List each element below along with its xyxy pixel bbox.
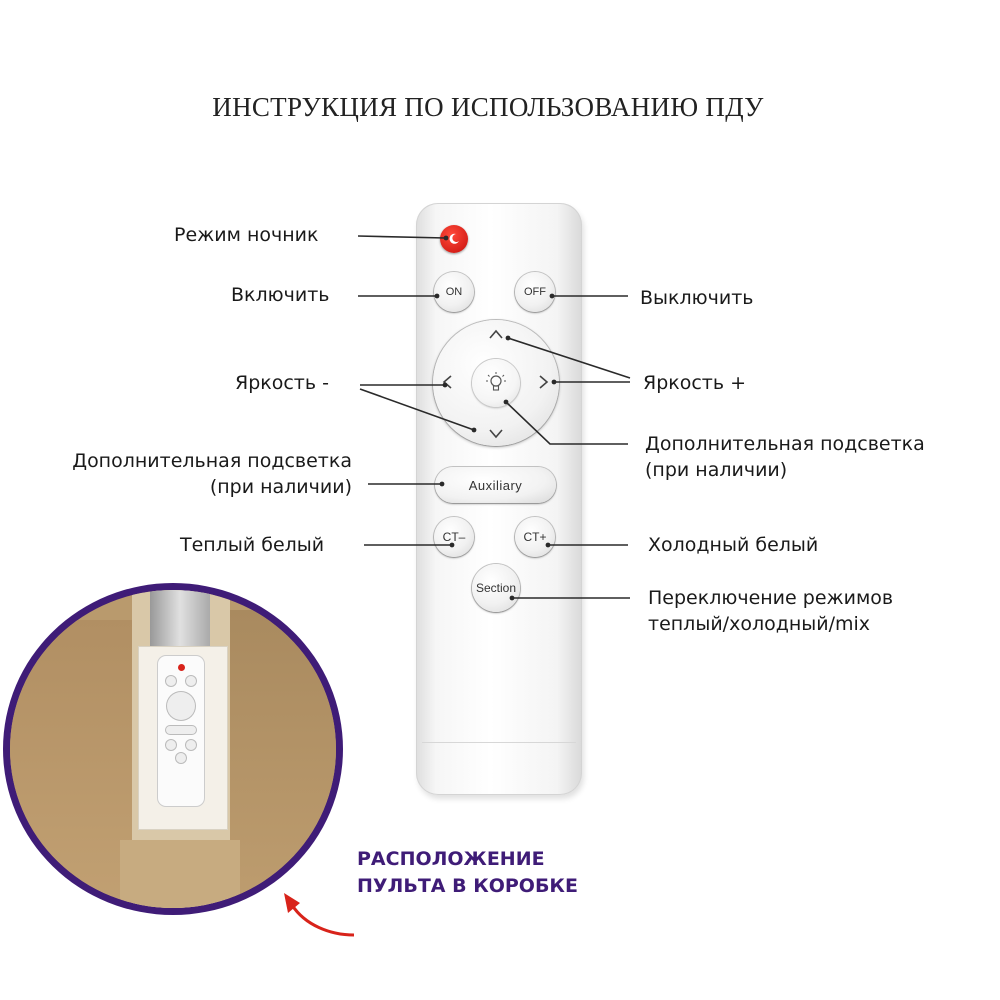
section-button-label: Section [475,581,517,595]
label-aux-right-line1: Дополнительная подсветка [645,433,925,455]
label-mode-switch: Переключение режимов теплый/холодный/mix [648,585,893,637]
mini-remote [158,656,204,806]
label-turn-off: Выключить [640,287,754,309]
mini-remote-button [166,676,176,686]
chevron-right-icon [539,375,549,389]
section-button[interactable]: Section [472,564,520,612]
ct-minus-label: CT– [442,530,466,544]
box-tube [150,590,210,650]
auxiliary-button-label: Auxiliary [468,477,523,493]
moon-icon [449,233,459,244]
brightness-right-button[interactable] [539,374,549,393]
box-caption-line2: ПУЛЬТА В КОРОБКЕ [357,875,578,897]
lightbulb-icon [486,372,506,391]
auxiliary-button[interactable]: Auxiliary [435,467,556,503]
ct-minus-button[interactable]: CT– [434,517,474,557]
label-brightness-minus: Яркость - [235,372,329,394]
label-night-mode: Режим ночник [174,224,319,246]
ct-plus-button[interactable]: CT+ [515,517,555,557]
mini-remote-button [176,753,186,763]
battery-cover [422,742,576,787]
label-aux-left: Дополнительная подсветка (при наличии) [26,448,352,500]
mini-remote-button [186,740,196,750]
label-mode-switch-line2: теплый/холодный/mix [648,613,871,635]
line-brightness-plus-up [507,337,631,379]
red-arrow [290,904,355,937]
label-brightness-plus: Яркость + [643,372,747,394]
brightness-dpad[interactable] [433,320,559,446]
label-aux-left-line2: (при наличии) [209,476,352,498]
label-aux-right: Дополнительная подсветка (при наличии) [645,431,925,483]
page-title: ИНСТРУКЦИЯ ПО ИСПОЛЬЗОВАНИЮ ПДУ [212,92,764,122]
label-aux-left-line1: Дополнительная подсветка [72,450,352,472]
label-turn-on: Включить [231,284,330,306]
box-caption: РАСПОЛОЖЕНИЕ ПУЛЬТА В КОРОБКЕ [357,846,578,900]
ct-plus-label: CT+ [523,530,547,544]
mini-remote-button [186,676,196,686]
brightness-left-button[interactable] [442,374,452,393]
box-flap-right [228,610,336,908]
box-bottom-flap [120,840,240,908]
label-aux-right-line2: (при наличии) [645,459,788,481]
brightness-down-button[interactable] [489,424,503,443]
off-button-label: OFF [524,286,546,298]
label-warm-white: Теплый белый [180,534,325,556]
line-aux-right [505,401,628,445]
label-cold-white: Холодный белый [648,534,819,556]
box-caption-line1: РАСПОЛОЖЕНИЕ [357,848,545,870]
label-mode-switch-line1: Переключение режимов [648,587,894,609]
mini-remote-aux [166,726,196,734]
mini-remote-red-dot [178,664,185,671]
mini-remote-dpad [167,692,195,720]
brightness-up-button[interactable] [489,324,503,343]
on-button[interactable]: ON [434,272,474,312]
center-aux-button[interactable] [472,359,520,407]
box-flap-left [10,620,140,908]
line-brightness-minus-down [359,388,475,431]
chevron-left-icon [442,375,452,389]
line-night-mode [357,235,447,239]
remote-in-box-photo [3,583,343,915]
off-button[interactable]: OFF [515,272,555,312]
mini-remote-button [166,740,176,750]
chevron-down-icon [489,429,503,439]
chevron-up-icon [489,329,503,339]
on-button-label: ON [445,286,463,298]
